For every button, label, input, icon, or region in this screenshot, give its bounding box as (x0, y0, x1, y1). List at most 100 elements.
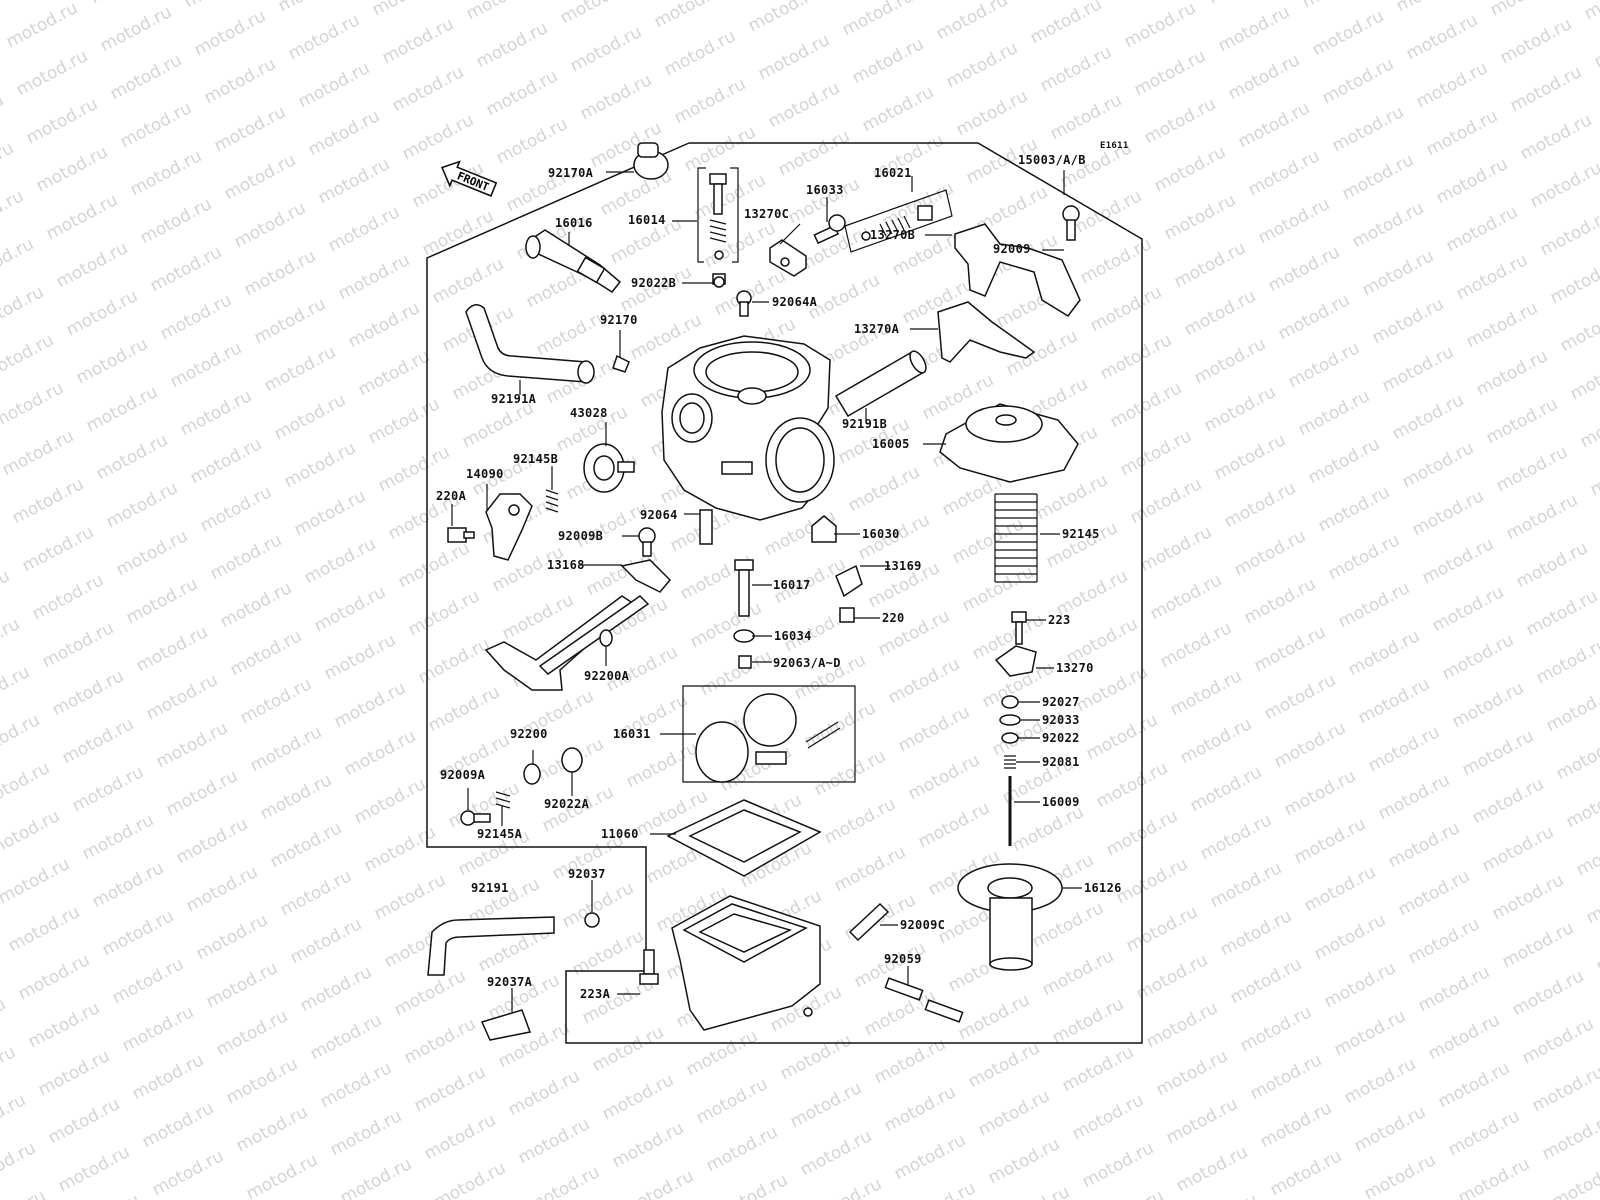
diaphragm-16126 (957, 863, 1063, 971)
tube-92059 (803, 977, 964, 1023)
assembly-boundary (426, 142, 1143, 1044)
part-label: 92170 (600, 313, 638, 327)
part-label: 92037A (487, 975, 533, 989)
bracket-13270c (769, 214, 846, 277)
float-bowl (671, 895, 821, 1031)
part-label: 92009B (558, 529, 604, 543)
part-label: 16034 (774, 629, 812, 643)
jet-92063 (738, 655, 752, 669)
drain-screw-92009c (848, 902, 890, 942)
cover-14090 (447, 489, 559, 561)
screw-223 (1011, 611, 1027, 645)
part-label: 92170A (548, 166, 594, 180)
part-label: 16031 (613, 727, 651, 741)
spring-92081 (1004, 755, 1016, 769)
spacer-92022a (561, 747, 583, 773)
part-label: 16017 (773, 578, 811, 592)
washer-92022 (1001, 732, 1019, 744)
lever-13168 (484, 559, 672, 691)
plate-13270a (937, 301, 1036, 363)
washer-92200 (523, 763, 541, 785)
part-label: 92064A (772, 295, 818, 309)
throttle-valve-16031 (682, 685, 856, 783)
part-label: 220A (436, 489, 467, 503)
part-label: 92022 (1042, 731, 1080, 745)
diagram-code: E1611 (1100, 141, 1129, 151)
clip-part (633, 142, 669, 180)
needle-jet-16030 (811, 515, 837, 543)
screw-92009b (638, 527, 656, 557)
part-label: 223 (1048, 613, 1071, 627)
part-label: 92191B (842, 417, 888, 431)
hose-92191 (427, 916, 555, 976)
needle-set-16021 (844, 189, 953, 253)
part-label: 13168 (547, 558, 585, 572)
screw-92009a (460, 810, 491, 826)
leader-lines (451, 170, 1082, 1012)
part-label: 92145A (477, 827, 523, 841)
plate-13270 (994, 645, 1037, 677)
part-label: 16126 (1084, 881, 1122, 895)
diaphragm-43028 (583, 443, 635, 493)
part-label: 13270C (744, 207, 790, 221)
part-label: 92059 (884, 952, 922, 966)
washer-92200a (599, 629, 613, 647)
pilot-screw-part (697, 167, 739, 285)
part-label: 16033 (806, 183, 844, 197)
part-label: 11060 (601, 827, 639, 841)
screw-92064a (736, 290, 752, 317)
part-label: 92009 (993, 242, 1031, 256)
part-label: 92009A (440, 768, 486, 782)
part-label: 16014 (628, 213, 666, 227)
screw-92064 (699, 509, 713, 545)
part-label: 16005 (872, 437, 910, 451)
part-label: 92009C (900, 918, 946, 932)
spring-92145a (495, 791, 511, 809)
tube-92191b (834, 350, 927, 418)
part-label: 13270 (1056, 661, 1094, 675)
spring-92145 (994, 493, 1038, 583)
part-label: 14090 (466, 467, 504, 481)
gasket-11060 (666, 799, 822, 877)
part-label: 92081 (1042, 755, 1080, 769)
jet-16017 (734, 559, 754, 617)
part-label: 43028 (570, 406, 608, 420)
clip-92037a (480, 1009, 532, 1041)
part-label: 13270B (870, 228, 916, 242)
part-label: 92037 (568, 867, 606, 881)
part-label: 15003/A/B (1018, 153, 1086, 167)
part-label: 13169 (884, 559, 922, 573)
part-label: 92200A (584, 669, 630, 683)
part-label: 16030 (862, 527, 900, 541)
clip-92037 (584, 912, 600, 928)
starter-plunger-part (525, 229, 622, 293)
part-label: 223A (580, 987, 611, 1001)
screw-223a (639, 949, 659, 985)
washer-92022b (713, 276, 725, 288)
cover-16005 (939, 403, 1079, 483)
part-label: 92063/A~D (773, 656, 841, 670)
part-label: 92022B (631, 276, 677, 290)
part-label: 92200 (510, 727, 548, 741)
screw-92009 (1062, 205, 1080, 241)
part-label: 92191 (471, 881, 509, 895)
part-label: 16016 (555, 216, 593, 230)
part-label: 220 (882, 611, 905, 625)
part-label: 92145B (513, 452, 559, 466)
front-arrow-icon: FRONT (440, 160, 498, 197)
plate-13270b (954, 223, 1081, 317)
washer-92033 (999, 714, 1021, 726)
part-label: 92064 (640, 508, 678, 522)
ring-16034 (733, 629, 755, 643)
part-label: 92033 (1042, 713, 1080, 727)
part-label: 16009 (1042, 795, 1080, 809)
part-label: 92145 (1062, 527, 1100, 541)
washer-92027 (1001, 695, 1019, 709)
hose-92191a (465, 304, 587, 383)
plate-13169 (835, 564, 863, 623)
part-label: 92191A (491, 392, 537, 406)
part-label: 16021 (874, 166, 912, 180)
part-label: 92022A (544, 797, 590, 811)
